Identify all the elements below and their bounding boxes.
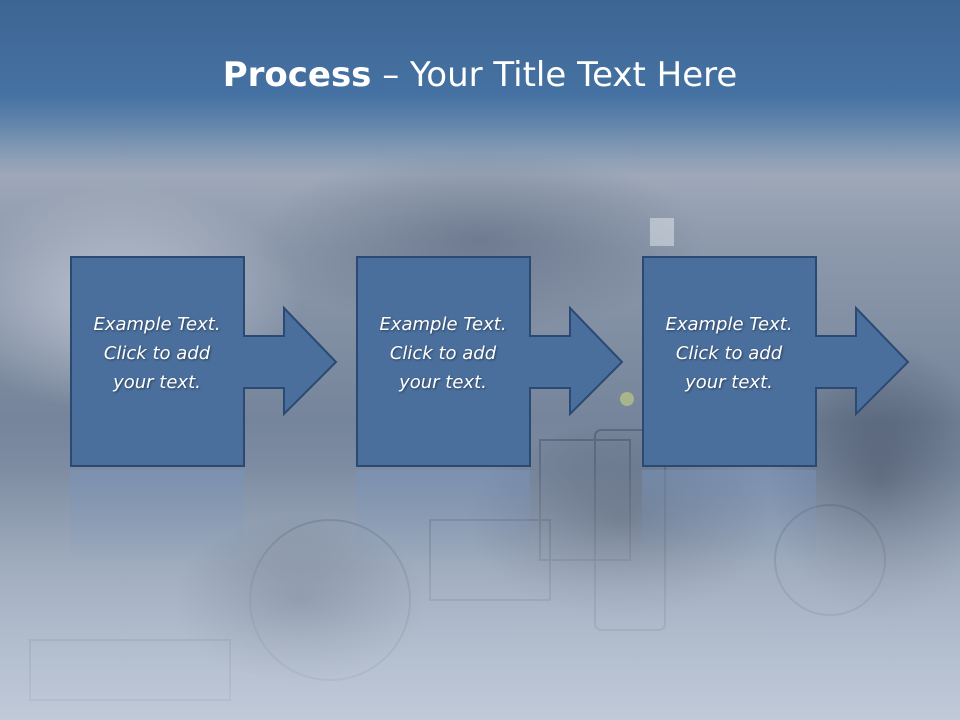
- step-1-text: Example Text. Click to add your text.: [70, 310, 244, 397]
- step-1-reflection: [70, 470, 244, 560]
- step-2-line-1: Example Text.: [379, 314, 507, 335]
- step-1-line-3: your text.: [113, 372, 201, 393]
- step-3-line-3: your text.: [685, 372, 773, 393]
- step-3-line-2: Click to add: [675, 343, 783, 364]
- title-bold: Process: [222, 55, 372, 95]
- step-1-arrow-box: [70, 256, 338, 467]
- process-step-2[interactable]: Example Text. Click to add your text.: [356, 256, 626, 560]
- step-2-text: Example Text. Click to add your text.: [356, 310, 530, 397]
- step-3-arrow-box: [642, 256, 910, 467]
- step-3-line-1: Example Text.: [665, 314, 793, 335]
- step-1-line-2: Click to add: [103, 343, 211, 364]
- process-step-3[interactable]: Example Text. Click to add your text.: [642, 256, 910, 560]
- step-1-line-1: Example Text.: [93, 314, 221, 335]
- background-fade: [0, 420, 960, 720]
- step-3-reflection: [642, 470, 816, 560]
- slide-title[interactable]: Process – Your Title Text Here: [0, 52, 960, 98]
- step-2-line-2: Click to add: [389, 343, 497, 364]
- step-2-line-3: your text.: [399, 372, 487, 393]
- step-3-text: Example Text. Click to add your text.: [642, 310, 816, 397]
- process-step-1[interactable]: Example Text. Click to add your text.: [70, 256, 340, 560]
- step-2-reflection: [356, 470, 530, 560]
- step-2-arrow-box: [356, 256, 624, 467]
- title-band: [0, 0, 960, 175]
- title-rest: – Your Title Text Here: [371, 55, 738, 95]
